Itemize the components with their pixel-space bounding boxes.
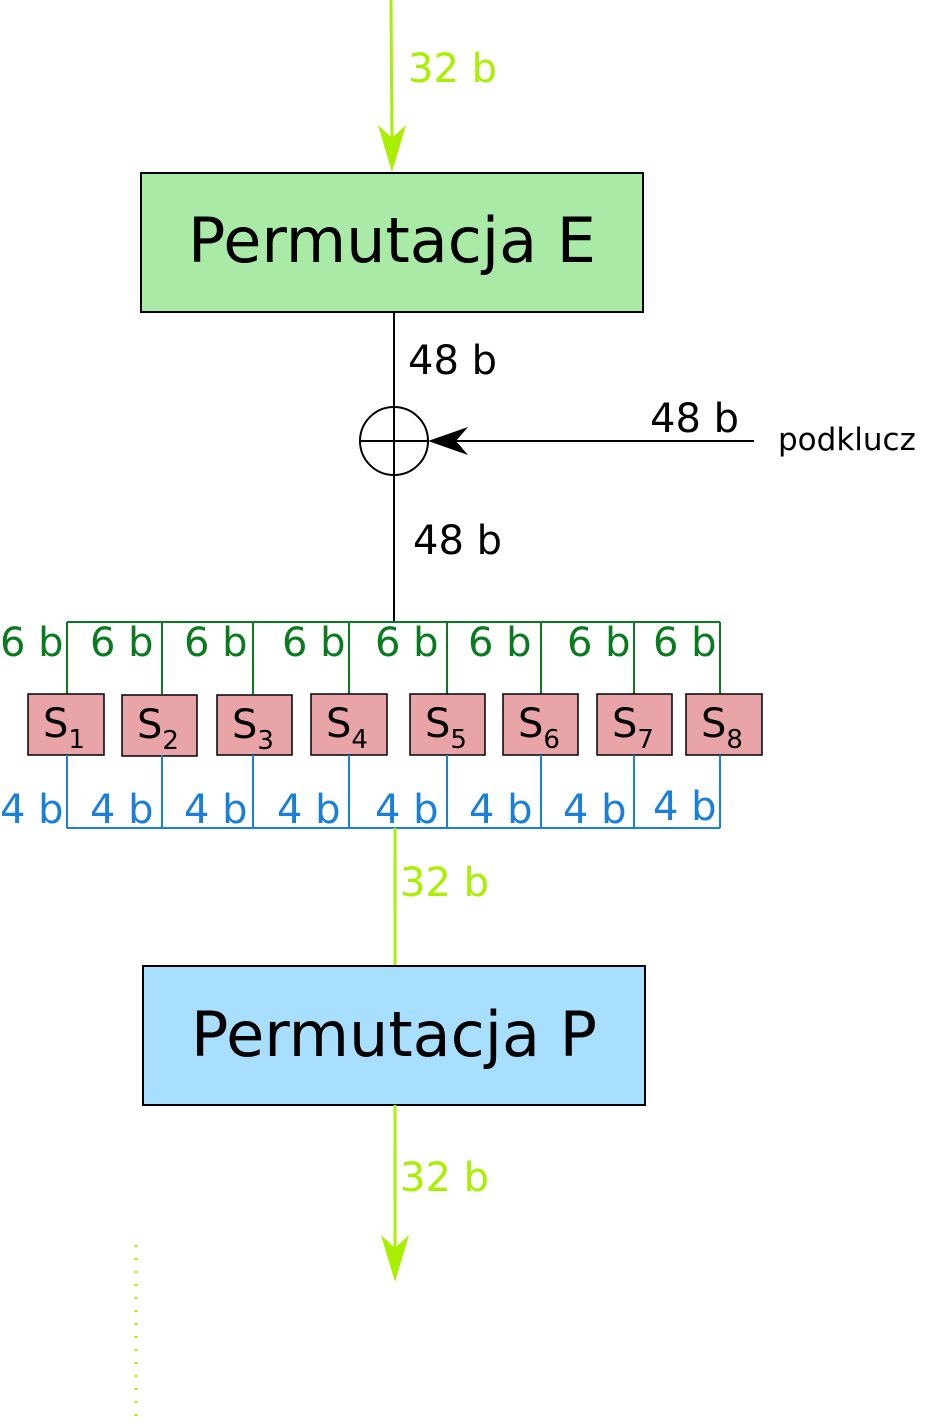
- sbox-input-bits-label: 6 b: [468, 620, 532, 666]
- sbox-label: S1: [43, 701, 85, 755]
- sbox-input-bits-label: 6 b: [90, 620, 154, 666]
- perm-e-label: Permutacja E: [188, 204, 596, 277]
- sbox-output-bits-label: 4 b: [0, 787, 64, 833]
- sbox-output-bits-label: 4 b: [469, 787, 533, 833]
- sbox-label: S5: [425, 701, 467, 755]
- sbox-input-bits-label: 6 b: [375, 620, 439, 666]
- subkey-bits-label: 48 b: [650, 396, 739, 442]
- sbox-box: [310, 693, 388, 756]
- sbox-box: [502, 693, 579, 756]
- sbox-input-bits-label: 6 b: [282, 620, 346, 666]
- sbox-output-bits-label: 4 b: [375, 787, 439, 833]
- sbox-label: S3: [232, 702, 274, 756]
- sbox-box: [596, 693, 673, 756]
- sbox-output-bits-label: 4 b: [563, 787, 627, 833]
- sbox-label: S8: [701, 701, 743, 755]
- sbox-box: [409, 693, 486, 756]
- output-arrow-head: [381, 1235, 409, 1282]
- sbox-out-bits-label: 32 b: [400, 860, 489, 906]
- sbox-input-bits-label: 6 b: [0, 620, 64, 666]
- sbox-label: S2: [137, 702, 179, 756]
- sbox-box: [121, 694, 198, 757]
- xor-out-bits-label: 48 b: [413, 518, 502, 564]
- sbox-input-bits-label: 6 b: [567, 620, 631, 666]
- sbox-row: S1 S2 S3 S4 S5 S6 S7 S8: [27, 693, 763, 757]
- input-arrow-line: [389, 0, 394, 151]
- subkey-name: podklucz: [778, 422, 916, 458]
- expanded-bits-label: 48 b: [408, 338, 497, 384]
- subkey-arrow-head: [428, 427, 468, 455]
- perm-p-box: [142, 965, 646, 1106]
- input-bits-label: 32 b: [408, 46, 497, 92]
- sbox-label: S7: [612, 701, 654, 755]
- sbox-input-bus: 6 b 6 b 6 b 6 b 6 b 6 b 6 b 6 b: [0, 620, 721, 694]
- sbox-input-bits-label: 6 b: [653, 620, 717, 666]
- sbox-output-bits-label: 4 b: [90, 787, 154, 833]
- sbox-box: [685, 693, 763, 756]
- sbox-input-bits-label: 6 b: [184, 620, 248, 666]
- sbox-output-bits-label: 4 b: [184, 787, 248, 833]
- sbox-output-bits-label: 4 b: [277, 787, 341, 833]
- sbox-box: [27, 693, 105, 756]
- perm-e-box: [140, 172, 644, 313]
- sbox-output-bits-label: 4 b: [653, 784, 717, 830]
- sbox-box: [216, 694, 293, 756]
- output-bits-label: 32 b: [400, 1155, 489, 1201]
- perm-p-label: Permutacja P: [191, 998, 597, 1071]
- input-arrow-head: [378, 125, 406, 172]
- xor-circle-icon: [359, 406, 429, 476]
- sbox-label: S6: [518, 701, 560, 755]
- sbox-output-bus: 4 b 4 b 4 b 4 b 4 b 4 b 4 b 4 b: [0, 755, 721, 833]
- sbox-label: S4: [326, 701, 368, 755]
